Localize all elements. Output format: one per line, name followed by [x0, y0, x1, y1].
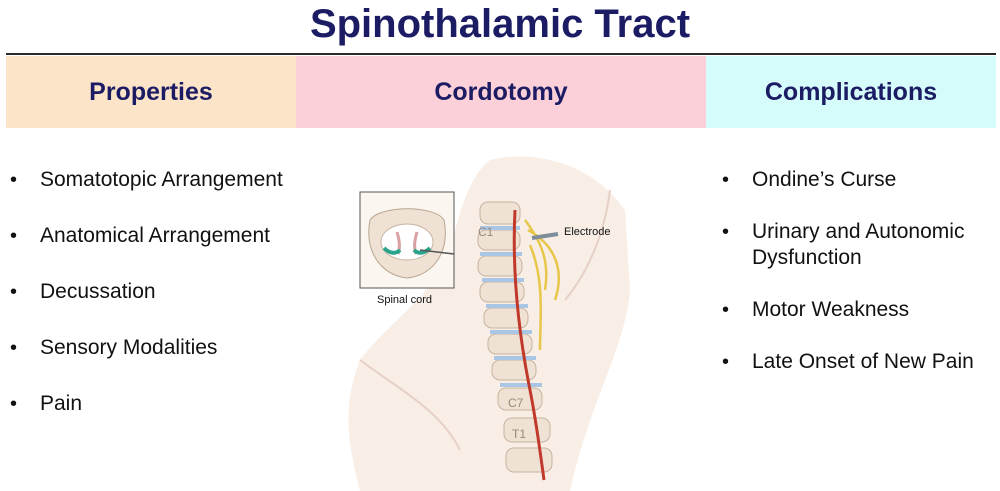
- page-title: Spinothalamic Tract: [309, 2, 691, 46]
- list-item: Sensory Modalities: [6, 335, 306, 361]
- c1-label: C1: [478, 225, 494, 239]
- nerve-bundle: [523, 219, 560, 351]
- t1-label: T1: [512, 427, 526, 441]
- list-item: Somatotopic Arrangement: [6, 167, 306, 193]
- spinal-cord-label: Spinal cord: [377, 294, 432, 306]
- electrode-label: Electrode: [564, 226, 610, 238]
- list-item: Ondine’s Curse: [718, 167, 1000, 193]
- header-properties-label: Properties: [89, 77, 213, 106]
- list-item: Pain: [6, 391, 306, 417]
- list-item: Late Onset of New Pain: [718, 349, 1000, 375]
- jaw-outline: [564, 189, 611, 301]
- header-cordotomy: Cordotomy: [296, 56, 706, 128]
- vertebral-artery: [512, 209, 546, 481]
- c7-label: C7: [508, 396, 524, 410]
- cordotomy-illustration: Electrode C1 C7 T1 Spinal cord: [348, 156, 630, 491]
- list-item: Urinary and Autonomic Dysfunction: [718, 219, 1000, 271]
- complications-list: Ondine’s Curse Urinary and Autonomic Dys…: [718, 167, 1000, 401]
- spinal-cord-inset: [359, 191, 455, 289]
- header-complications-label: Complications: [764, 77, 938, 106]
- electrode: [531, 232, 559, 240]
- header-cordotomy-label: Cordotomy: [434, 77, 568, 106]
- header-properties: Properties: [6, 56, 296, 128]
- list-item: Motor Weakness: [718, 297, 1000, 323]
- list-item: Decussation: [6, 279, 306, 305]
- list-item: Anatomical Arrangement: [6, 223, 306, 249]
- shoulder-outline: [359, 359, 461, 451]
- header-complications: Complications: [706, 56, 996, 128]
- properties-list: Somatotopic Arrangement Anatomical Arran…: [6, 167, 306, 447]
- title-divider: [6, 53, 996, 55]
